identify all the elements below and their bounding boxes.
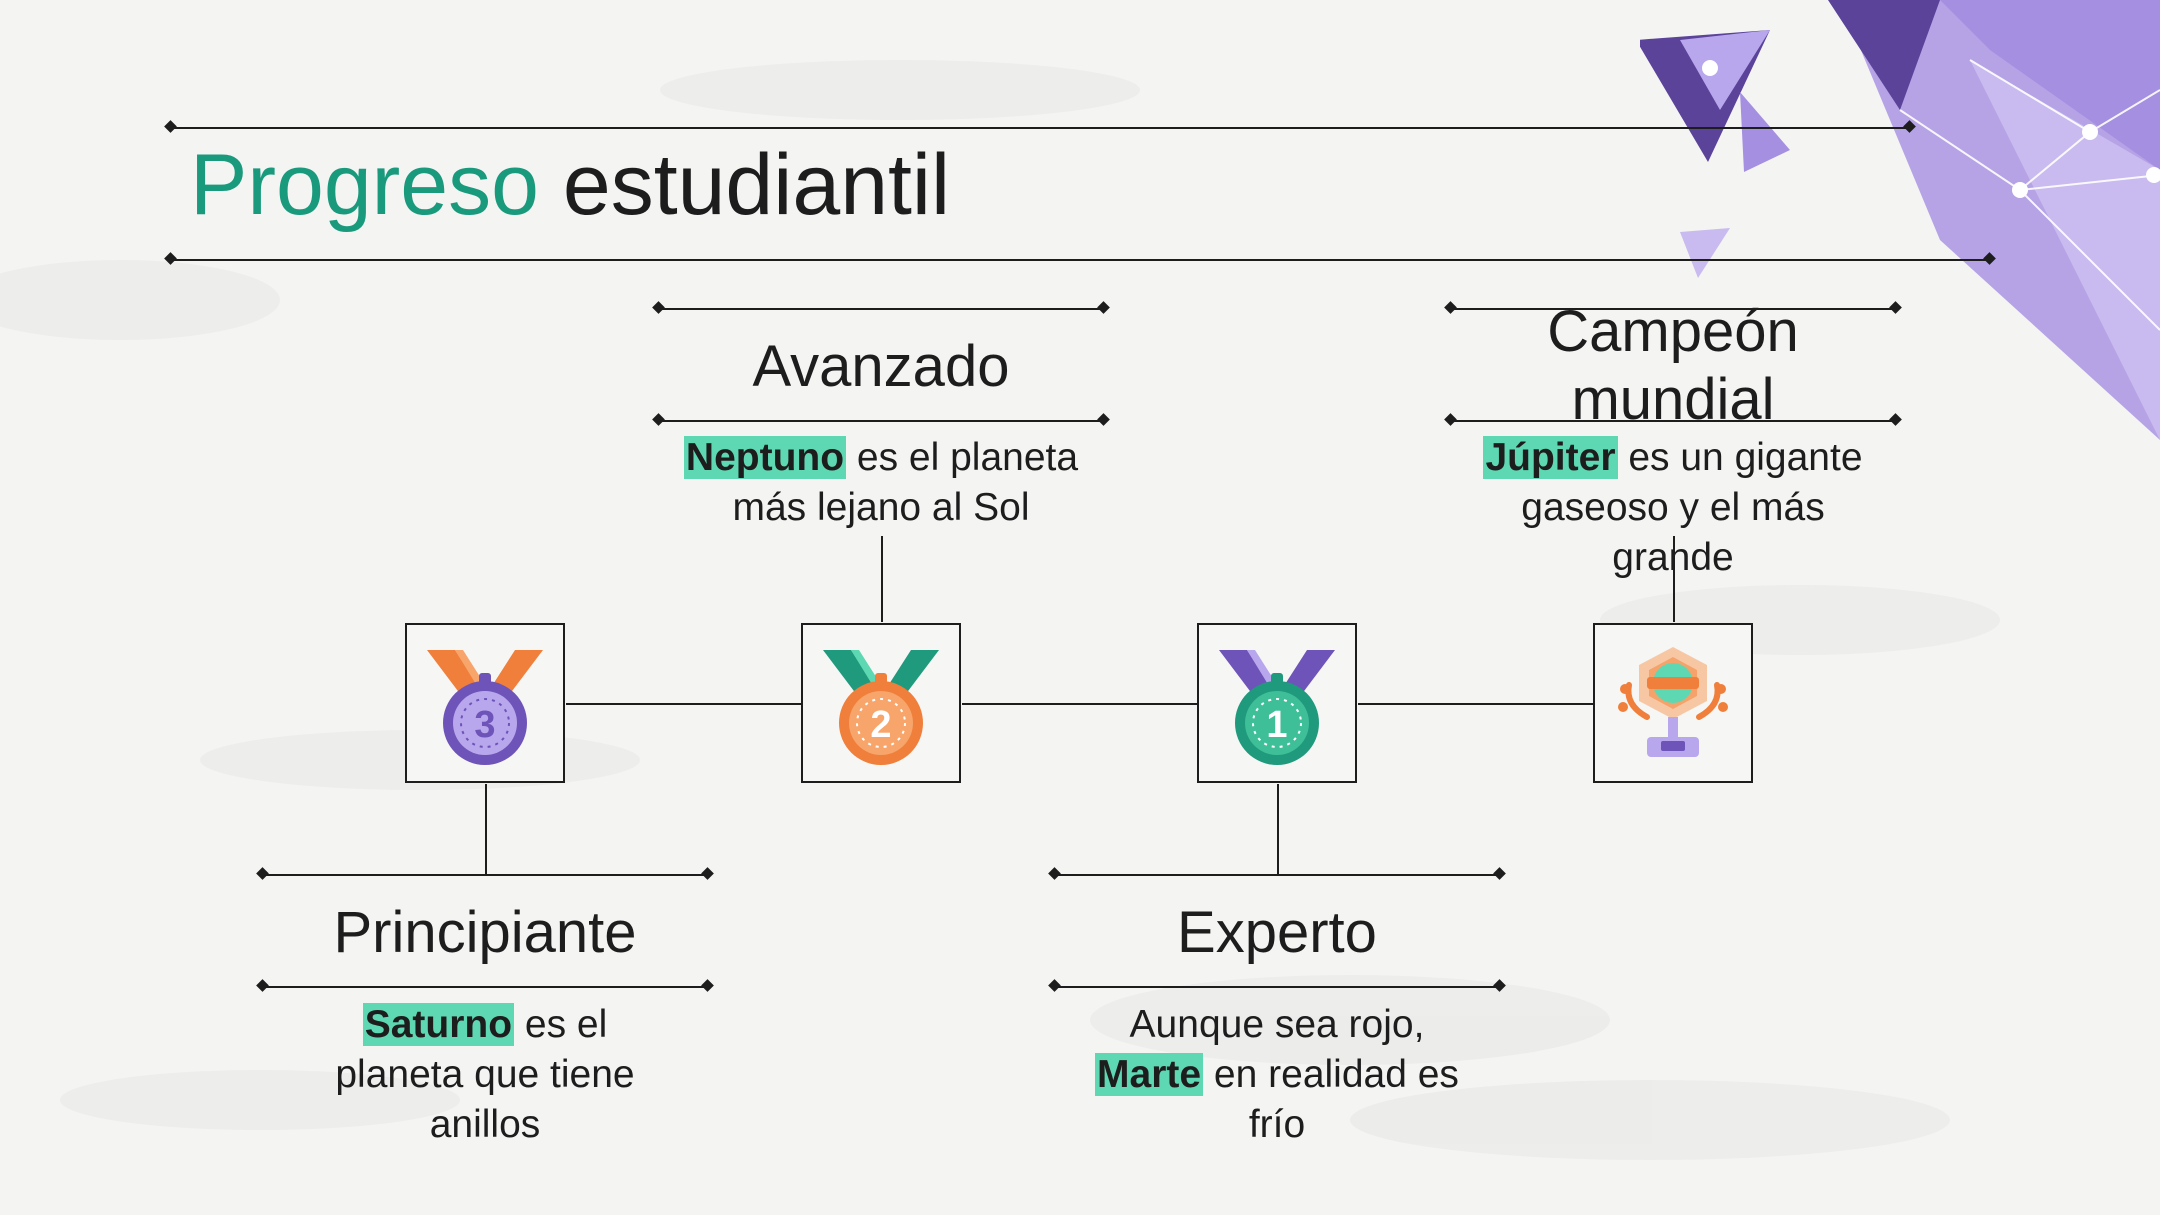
gold-medal-1-icon: 1 <box>1219 650 1335 765</box>
label-rule-bottom-principiante <box>262 986 708 988</box>
timeline-connector <box>1358 703 1594 705</box>
label-rule-top-avanzado <box>658 308 1104 310</box>
highlight-keyword: Marte <box>1095 1053 1204 1096</box>
bronze-medal-3-icon: 3 <box>427 650 543 765</box>
title-rule-bottom <box>170 259 1990 261</box>
svg-text:1: 1 <box>1266 704 1287 746</box>
decorative-polygons <box>1640 0 2160 440</box>
level-box-campeon <box>1593 623 1753 783</box>
level-desc-experto: Aunque sea rojo, Marte en realidad es fr… <box>1095 1003 1459 1146</box>
label-rule-top-principiante <box>262 874 708 876</box>
label-rule-bottom-experto <box>1054 986 1500 988</box>
level-label-experto: Experto <box>1177 900 1377 965</box>
highlight-keyword: Saturno <box>362 1003 515 1046</box>
level-box-avanzado: 2 <box>801 623 961 783</box>
timeline-connector <box>566 703 802 705</box>
highlight-keyword: Júpiter <box>1483 436 1618 479</box>
title-rest: estudiantil <box>562 137 951 233</box>
page-title: Progreso estudiantil <box>190 142 950 228</box>
label-rule-top-experto <box>1054 874 1500 876</box>
connector-avanzado <box>881 536 883 622</box>
label-rule-bottom-avanzado <box>658 420 1104 422</box>
level-label-avanzado: Avanzado <box>752 334 1010 399</box>
label-rule-bottom-campeon <box>1450 420 1896 422</box>
level-desc-campeon: Júpiter es un gigante gaseoso y el más g… <box>1483 436 1863 579</box>
svg-text:3: 3 <box>474 704 495 746</box>
title-rule-top <box>170 127 1910 129</box>
level-box-experto: 1 <box>1197 623 1357 783</box>
level-desc-avanzado: Neptuno es el planeta más lejano al Sol <box>683 436 1079 529</box>
timeline-connector <box>962 703 1198 705</box>
level-label-campeon: Campeón mundial <box>1547 299 1799 432</box>
connector-principiante <box>485 784 487 874</box>
connector-experto <box>1277 784 1279 874</box>
trophy-icon <box>1618 647 1728 757</box>
label-rule-top-campeon <box>1450 308 1896 310</box>
title-accent: Progreso <box>190 137 539 233</box>
silver-medal-2-icon: 2 <box>823 650 939 765</box>
level-label-principiante: Principiante <box>333 900 637 965</box>
level-box-principiante: 3 <box>405 623 565 783</box>
highlight-keyword: Neptuno <box>683 436 847 479</box>
connector-campeon <box>1673 536 1675 622</box>
level-desc-principiante: Saturno es el planeta que tiene anillos <box>335 1003 635 1146</box>
svg-text:2: 2 <box>870 704 891 746</box>
